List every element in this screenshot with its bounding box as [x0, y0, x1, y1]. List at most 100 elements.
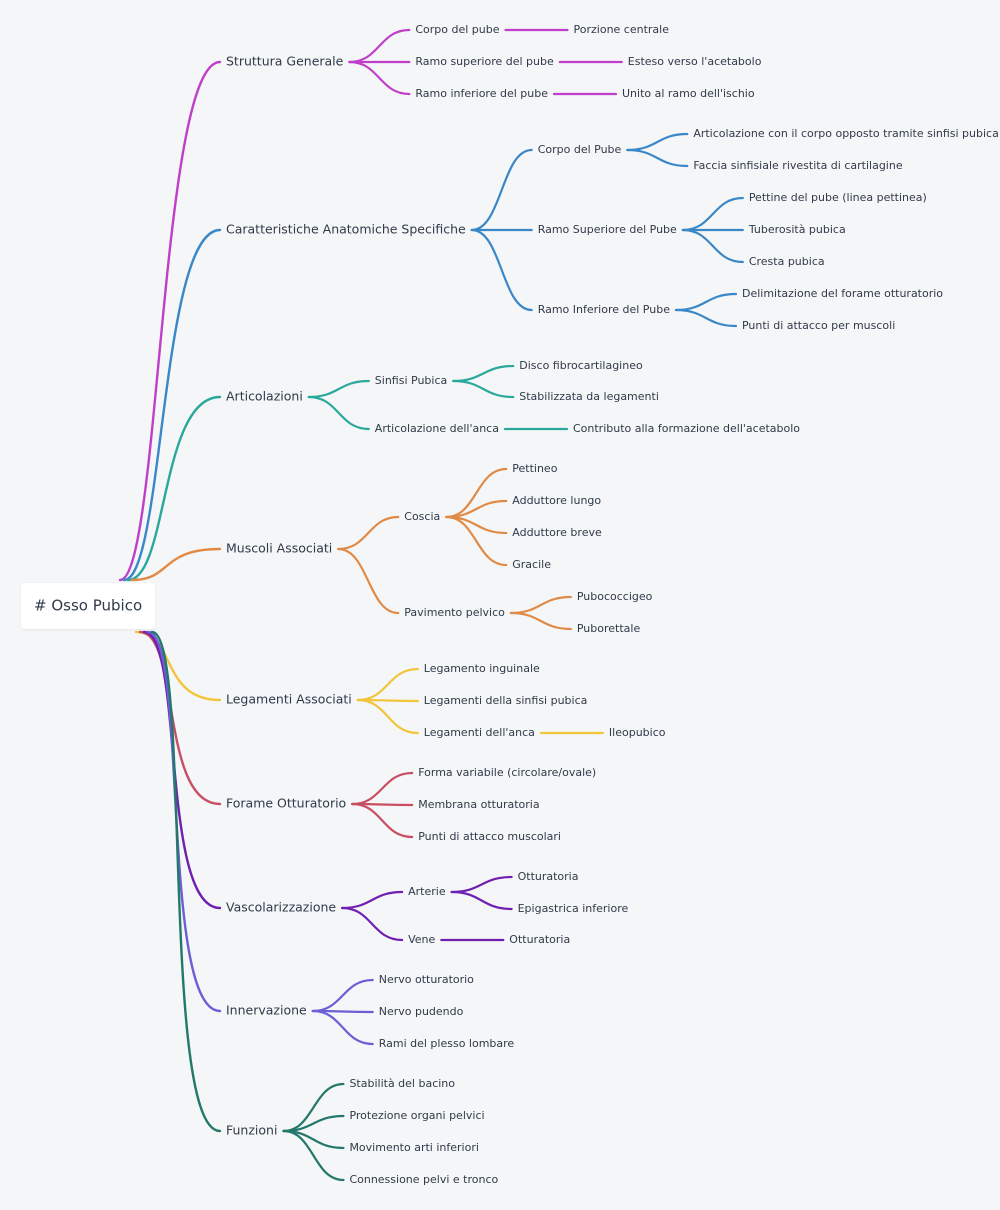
child-label[interactable]: Nervo pudendo: [379, 1005, 464, 1018]
child-label[interactable]: Punti di attacco muscolari: [418, 830, 561, 843]
child-label[interactable]: Membrana otturatoria: [418, 798, 539, 811]
root-branch-line: [118, 60, 222, 582]
child-label[interactable]: Legamenti dell'anca: [424, 726, 535, 739]
grandchild-label[interactable]: Epigastrica inferiore: [518, 902, 629, 915]
child-label[interactable]: Sinfisi Pubica: [375, 374, 447, 387]
grandchild-line: [445, 515, 508, 567]
child-label[interactable]: Connessione pelvi e tronco: [349, 1173, 498, 1186]
grandchild-label[interactable]: Pubococcigeo: [577, 590, 653, 603]
branch-child-line: [348, 28, 411, 64]
grandchild-label[interactable]: Otturatoria: [518, 870, 579, 883]
grandchild-label[interactable]: Pettineo: [512, 462, 557, 475]
child-label[interactable]: Vene: [408, 933, 435, 946]
grandchild-label[interactable]: Esteso verso l'acetabolo: [628, 55, 762, 68]
child-label[interactable]: Corpo del Pube: [538, 143, 622, 156]
child-label[interactable]: Ramo inferiore del pube: [415, 87, 548, 100]
branch-child-line: [356, 667, 419, 702]
root-node[interactable]: [21, 583, 155, 629]
branch-child-line: [348, 60, 411, 96]
child-label[interactable]: Ramo Superiore del Pube: [538, 223, 677, 236]
branch-child-line: [307, 379, 370, 399]
root-branch-line: [126, 395, 222, 582]
branch-child-line: [341, 906, 404, 942]
branch-2-label[interactable]: Caratteristiche Anatomiche Specifiche: [226, 222, 466, 237]
root-branch-line: [134, 630, 222, 702]
grandchild-line: [681, 228, 744, 264]
grandchild-label[interactable]: Disco fibrocartilagineo: [519, 359, 643, 372]
branch-child-line: [282, 1082, 345, 1133]
child-label[interactable]: Movimento arti inferiori: [349, 1141, 478, 1154]
branch-child-line: [351, 771, 414, 806]
grandchild-label[interactable]: Unito al ramo dell'ischio: [622, 87, 755, 100]
grandchild-line: [452, 364, 515, 383]
grandchild-line: [674, 308, 738, 328]
grandchild-label[interactable]: Gracile: [512, 558, 551, 571]
grandchild-line: [681, 196, 744, 232]
grandchild-label[interactable]: Ileopubico: [609, 726, 666, 739]
child-label[interactable]: Articolazione dell'anca: [375, 422, 499, 435]
grandchild-line: [674, 292, 738, 312]
branch-5-label[interactable]: Legamenti Associati: [226, 692, 352, 707]
branch-child-line: [337, 547, 400, 615]
grandchild-label[interactable]: Pettine del pube (linea pettinea): [749, 191, 927, 204]
branch-8-label[interactable]: Innervazione: [226, 1003, 307, 1018]
root-branch-line: [122, 228, 222, 582]
grandchild-line: [452, 379, 515, 399]
child-label[interactable]: Nervo otturatorio: [379, 973, 474, 986]
grandchild-label[interactable]: Adduttore breve: [512, 526, 602, 539]
branch-child-line: [311, 978, 374, 1013]
grandchild-line: [626, 132, 689, 152]
grandchild-line: [450, 875, 513, 894]
grandchild-line: [509, 611, 572, 631]
child-label[interactable]: Corpo del pube: [415, 23, 499, 36]
branch-child-line: [356, 698, 419, 735]
branch-4-label[interactable]: Muscoli Associati: [226, 541, 332, 556]
root-branch-line: [138, 630, 222, 806]
child-label[interactable]: Ramo Inferiore del Pube: [538, 303, 670, 316]
connector-lines: [118, 28, 744, 1182]
child-label[interactable]: Protezione organi pelvici: [349, 1109, 484, 1122]
grandchild-label[interactable]: Stabilizzata da legamenti: [519, 390, 659, 403]
grandchild-label[interactable]: Articolazione con il corpo opposto trami…: [693, 127, 999, 140]
branch-9-label[interactable]: Funzioni: [226, 1123, 277, 1138]
root-branch-line: [150, 630, 222, 1133]
branch-7-label[interactable]: Vascolarizzazione: [226, 900, 336, 915]
grandchild-label[interactable]: Cresta pubica: [749, 255, 825, 268]
child-label[interactable]: Forma variabile (circolare/ovale): [418, 766, 596, 779]
child-label[interactable]: Legamento inguinale: [424, 662, 540, 675]
grandchild-line: [626, 148, 689, 168]
grandchild-label[interactable]: Faccia sinfisiale rivestita di cartilagi…: [693, 159, 903, 172]
child-label[interactable]: Stabilità del bacino: [349, 1077, 455, 1090]
grandchild-label[interactable]: Tuberosità pubica: [748, 223, 846, 236]
grandchild-label[interactable]: Adduttore lungo: [512, 494, 601, 507]
branch-3-label[interactable]: Articolazioni: [226, 389, 303, 404]
grandchild-line: [509, 595, 572, 615]
child-label[interactable]: Legamenti della sinfisi pubica: [424, 694, 588, 707]
root-branch-line: [130, 547, 222, 582]
grandchild-label[interactable]: Punti di attacco per muscoli: [742, 319, 895, 332]
branch-6-label[interactable]: Forame Otturatorio: [226, 796, 346, 811]
grandchild-label[interactable]: Delimitazione del forame otturatorio: [742, 287, 943, 300]
branch-1-label[interactable]: Struttura Generale: [226, 54, 344, 69]
child-label[interactable]: Pavimento pelvico: [404, 606, 505, 619]
root-label: # Osso Pubico: [34, 597, 142, 615]
child-label[interactable]: Coscia: [404, 510, 440, 523]
grandchild-label[interactable]: Puborettale: [577, 622, 641, 635]
grandchild-line: [450, 890, 513, 911]
root-branch-line: [146, 630, 222, 1013]
grandchild-label[interactable]: Otturatoria: [509, 933, 570, 946]
root-branch-line: [142, 630, 222, 910]
child-label[interactable]: Ramo superiore del pube: [415, 55, 554, 68]
branch-child-line: [282, 1129, 345, 1182]
grandchild-label[interactable]: Contributo alla formazione dell'acetabol…: [573, 422, 800, 435]
branch-child-line: [307, 395, 370, 431]
branch-child-line: [351, 802, 414, 839]
branch-child-line: [337, 515, 400, 551]
grandchild-label[interactable]: Porzione centrale: [574, 23, 670, 36]
child-label[interactable]: Arterie: [408, 885, 446, 898]
child-label[interactable]: Rami del plesso lombare: [379, 1037, 515, 1050]
branch-child-line: [470, 148, 533, 232]
branch-child-line: [470, 228, 533, 312]
